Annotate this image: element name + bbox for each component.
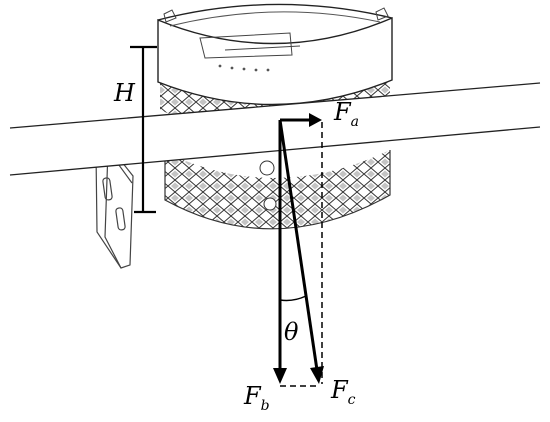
fc-arrowhead — [310, 366, 324, 384]
body-hole — [259, 160, 275, 176]
height-label: H — [113, 79, 136, 107]
fa-label: Fa — [333, 98, 359, 130]
fa-arrowhead — [309, 113, 322, 127]
angle-label: θ — [284, 318, 299, 346]
height-dimension — [130, 45, 157, 214]
force-vectors — [273, 113, 324, 387]
fb-label: Fb — [243, 382, 270, 414]
collar-ring — [157, 16, 393, 106]
fc-label: Fc — [330, 376, 356, 408]
angle-arc — [279, 295, 307, 302]
body-hole — [263, 197, 277, 211]
fb-arrowhead — [273, 368, 287, 384]
